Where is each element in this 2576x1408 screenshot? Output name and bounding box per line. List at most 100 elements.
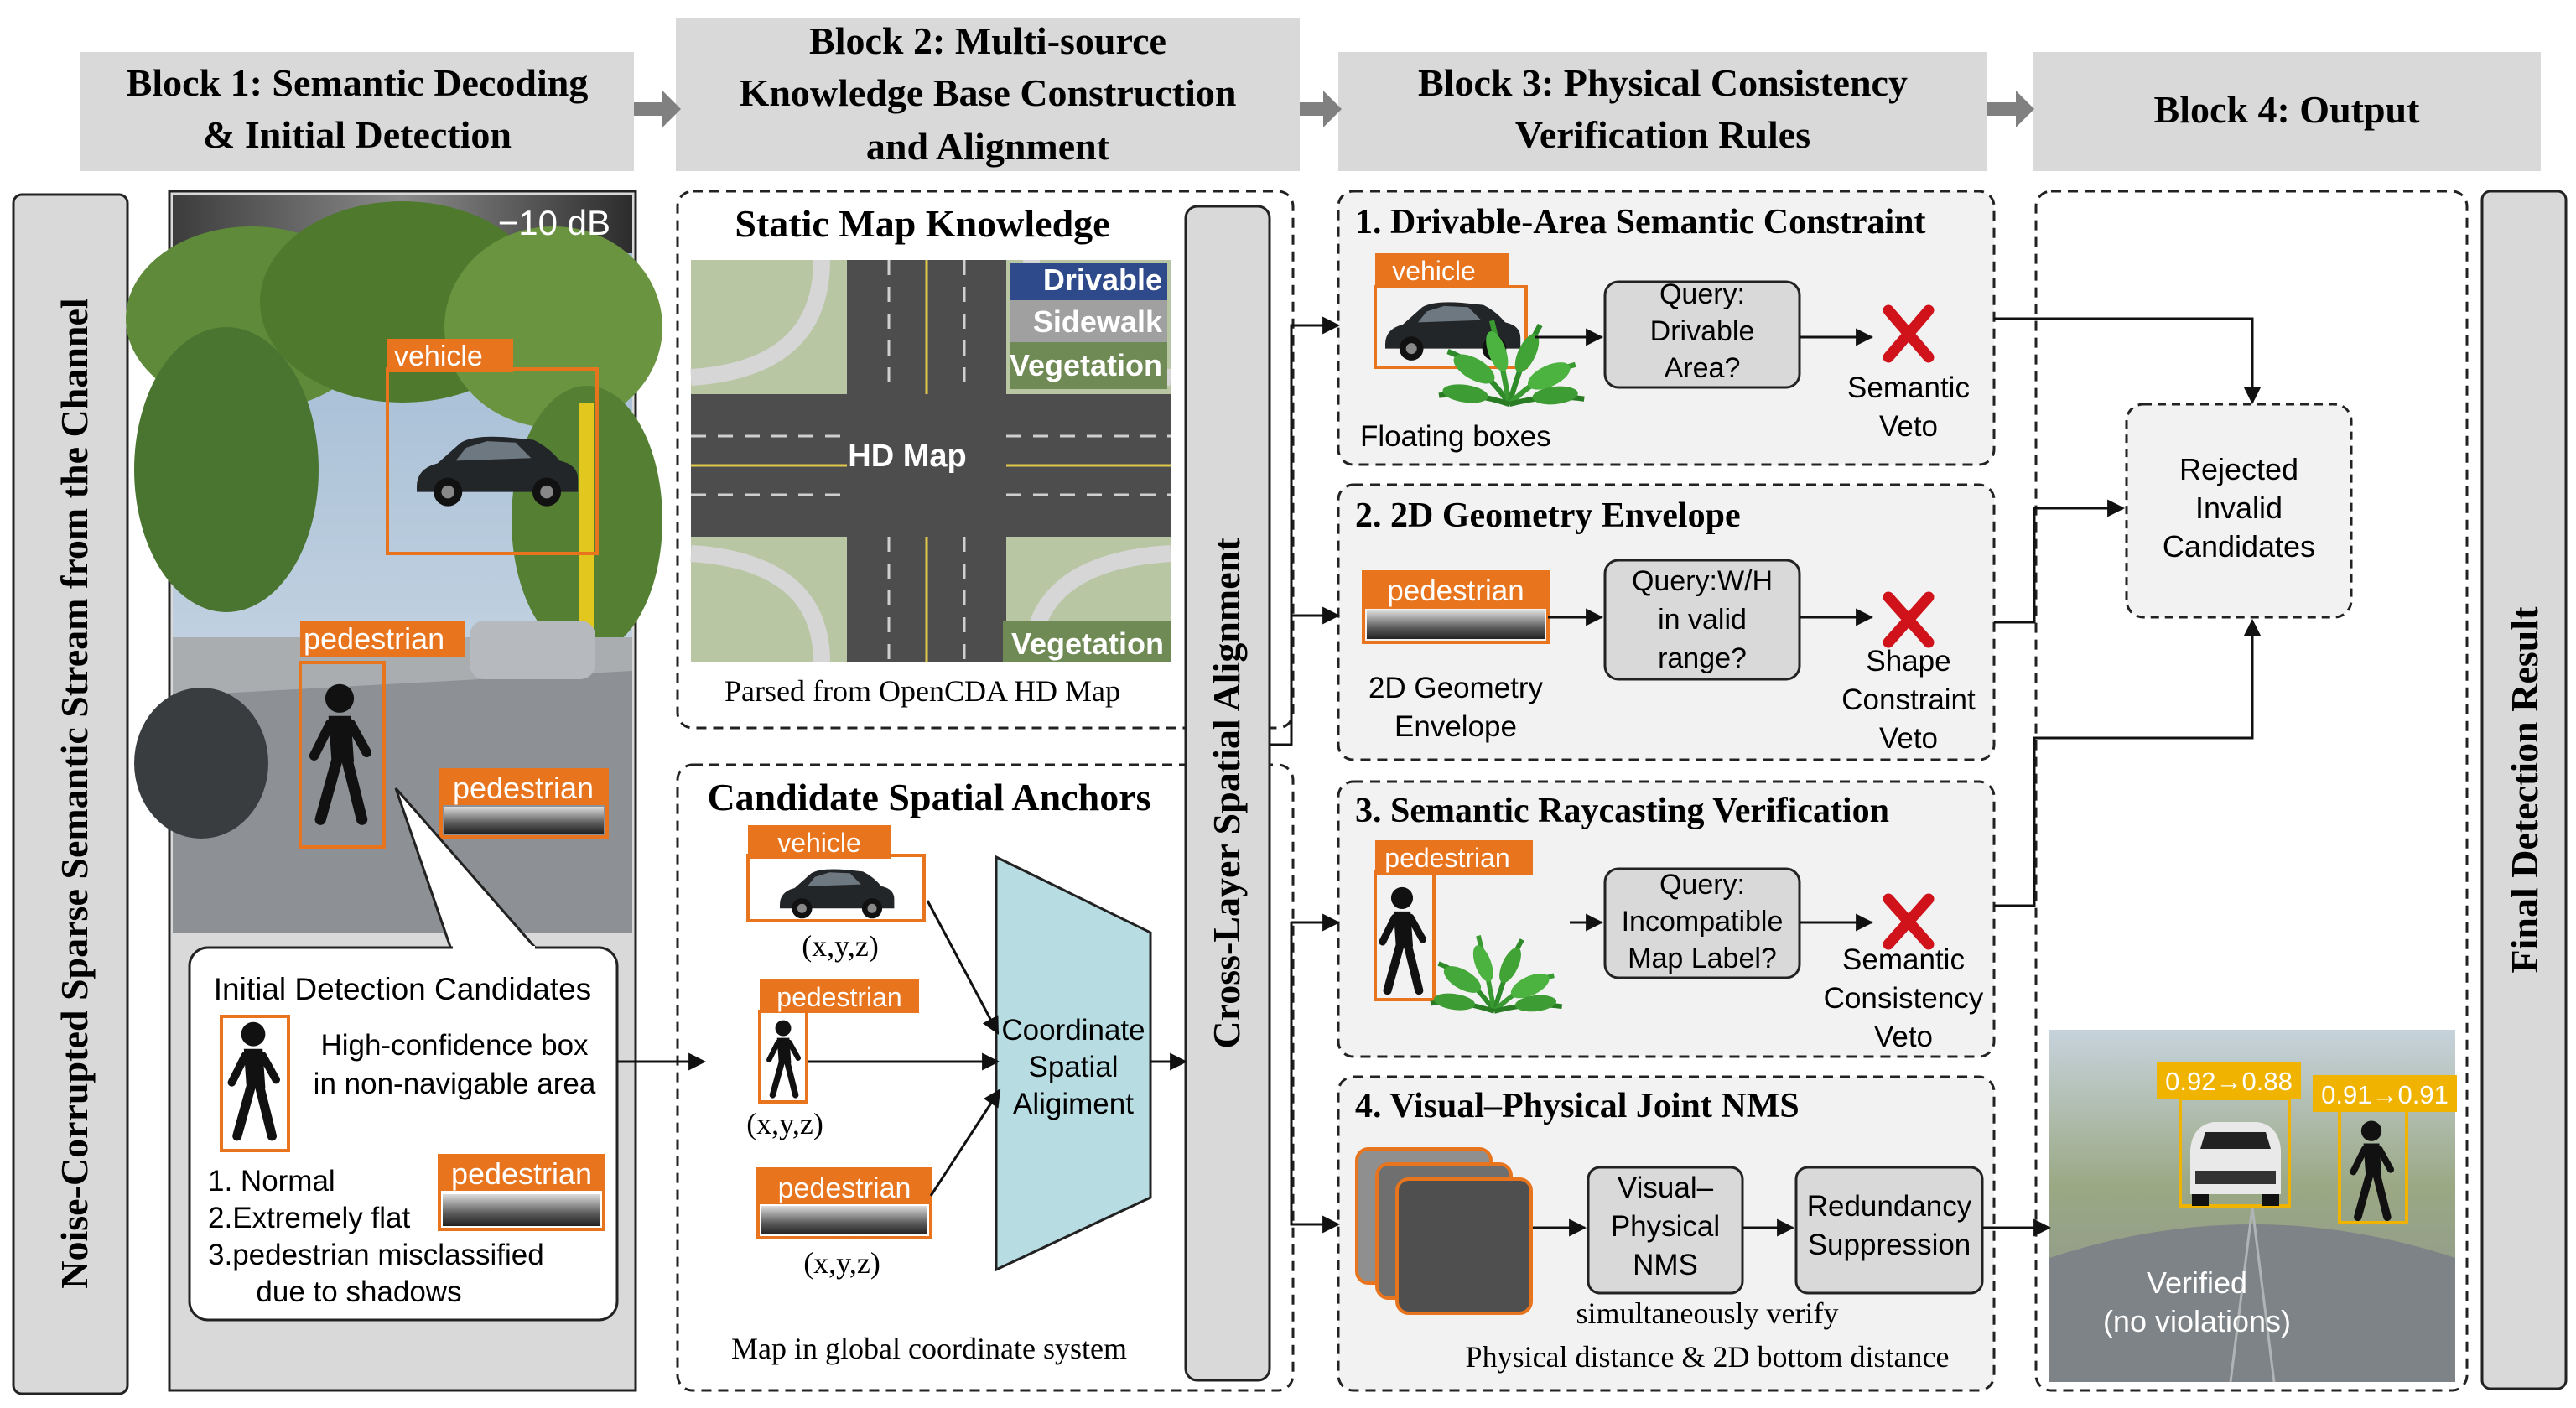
rejected-3: Candidates xyxy=(2163,529,2315,564)
rule3-tag: pedestrian xyxy=(1384,843,1509,873)
candidates-desc-2: in non-navigable area xyxy=(314,1068,596,1100)
left-side-bar xyxy=(12,193,129,1395)
block4-title: Block 4: Output xyxy=(2154,88,2421,131)
rule4-suppress-2: Suppression xyxy=(1808,1229,1971,1261)
anchor-coords-2: (x,y,z) xyxy=(746,1107,823,1140)
rule1-query-2: Drivable xyxy=(1650,315,1755,347)
rule2-veto-2: Constraint xyxy=(1841,683,1976,716)
legend-vegetation: Vegetation xyxy=(1010,348,1162,382)
right-side-label: Final Detection Result xyxy=(2503,606,2546,974)
hd-map-label: HD Map xyxy=(848,439,966,474)
cross-layer-label: Cross-Layer Spatial Alignment xyxy=(1205,538,1248,1049)
rule2-query-3: range? xyxy=(1658,642,1747,674)
static-map-title: Static Map Knowledge xyxy=(735,202,1109,245)
candidates-title: Initial Detection Candidates xyxy=(214,972,591,1006)
rule4-caption-2: Physical distance & 2D bottom distance xyxy=(1466,1340,1950,1374)
rule2-note-2: Envelope xyxy=(1394,710,1517,743)
block2-title-1: Block 2: Multi-source xyxy=(809,19,1166,62)
rule2-tag: pedestrian xyxy=(1387,574,1524,607)
rule3-veto-cross-icon xyxy=(1883,893,1935,950)
candidates-item-1: 1. Normal xyxy=(208,1165,335,1198)
rule4-title: 4. Visual–Physical Joint NMS xyxy=(1355,1087,1800,1125)
output-panel xyxy=(2034,190,2469,1392)
anchor-tag-vehicle: vehicle xyxy=(777,828,861,858)
rejected-box xyxy=(2125,403,2353,619)
rule4-caption-1: simultaneously verify xyxy=(1576,1296,1839,1330)
verified-2: (no violations) xyxy=(2103,1304,2291,1338)
rule1-query-1: Query: xyxy=(1659,278,1745,310)
rule2-query-2: in valid xyxy=(1658,604,1747,636)
hd-map-image xyxy=(690,259,1171,663)
rule1-title: 1. Drivable-Area Semantic Constraint xyxy=(1355,203,1925,242)
rule4-nms-1: Visual– xyxy=(1618,1172,1714,1204)
verified-1: Verified xyxy=(2147,1265,2247,1300)
rule1-veto-1: Semantic xyxy=(1847,371,1970,404)
candidates-item-3: 3.pedestrian misclassified xyxy=(208,1239,544,1271)
anchor-coords-1: (x,y,z) xyxy=(802,929,879,963)
stacked-boxes-icon xyxy=(1355,1147,1533,1315)
candidates-tag: pedestrian xyxy=(451,1156,592,1191)
rejected-1: Rejected xyxy=(2179,452,2298,486)
rule2-veto-cross-icon xyxy=(1883,591,1935,648)
rule2-veto-1: Shape xyxy=(1866,645,1950,678)
rule3-query-1: Query: xyxy=(1659,869,1745,901)
rule1-query-3: Area? xyxy=(1665,352,1741,384)
right-side-bar xyxy=(2480,190,2568,1390)
score-pedestrian: 0.91→0.91 xyxy=(2321,1080,2449,1109)
block3-title-1: Block 3: Physical Consistency xyxy=(1418,61,1908,104)
anchors-panel xyxy=(676,763,1295,1392)
rule1-veto-cross-icon xyxy=(1883,304,1935,363)
anchor-tag-pedestrian-2: pedestrian xyxy=(778,1172,911,1204)
candidates-item-4: due to shadows xyxy=(256,1276,461,1308)
legend-drivable: Drivable xyxy=(1043,262,1162,297)
rule4-nms-2: Physical xyxy=(1611,1210,1720,1243)
rule3-veto-1: Semantic xyxy=(1842,943,1965,976)
rule4-nms-3: NMS xyxy=(1633,1249,1698,1281)
block2-title-3: and Alignment xyxy=(866,125,1110,168)
rule3-title: 3. Semantic Raycasting Verification xyxy=(1355,792,1889,830)
static-map-caption: Parsed from OpenCDA HD Map xyxy=(724,674,1120,708)
rule4-suppress-1: Redundancy xyxy=(1807,1190,1972,1223)
coordinate-alignment-shape xyxy=(995,855,1152,1272)
cross-layer-alignment-bar xyxy=(1184,205,1271,1382)
rule2-veto-3: Veto xyxy=(1879,722,1938,755)
align-label-3: Aligiment xyxy=(1013,1088,1134,1120)
rule3-veto-2: Consistency xyxy=(1824,982,1984,1015)
map-vegetation-label: Vegetation xyxy=(1011,626,1164,661)
anchors-title: Candidate Spatial Anchors xyxy=(707,776,1150,818)
rule3-veto-3: Veto xyxy=(1874,1021,1933,1053)
rule1-veto-2: Veto xyxy=(1879,410,1938,443)
rule1-note: Floating boxes xyxy=(1360,420,1551,453)
rule3-query-2: Incompatible xyxy=(1622,906,1784,938)
rule2-title: 2. 2D Geometry Envelope xyxy=(1355,496,1741,535)
block1-title-1: Block 1: Semantic Decoding xyxy=(127,61,589,104)
block3-title-2: Verification Rules xyxy=(1515,113,1810,156)
align-label-1: Coordinate xyxy=(1001,1014,1145,1047)
block2-title-2: Knowledge Base Construction xyxy=(740,71,1237,114)
pedestrian-tag-1: pedestrian xyxy=(304,621,444,656)
rule2-query-1: Query:W/H xyxy=(1632,565,1773,597)
block1-panel xyxy=(126,190,662,1392)
rule1-tag: vehicle xyxy=(1392,256,1476,286)
static-map-panel xyxy=(676,190,1295,730)
anchors-caption: Map in global coordinate system xyxy=(731,1332,1127,1365)
rule2-note-1: 2D Geometry xyxy=(1368,672,1544,704)
left-side-label: Noise-Corrupted Sparse Semantic Stream f… xyxy=(53,298,96,1288)
align-label-2: Spatial xyxy=(1028,1051,1118,1083)
snr-label: −10 dB xyxy=(498,203,610,242)
block-headers xyxy=(80,18,2541,171)
score-vehicle: 0.92→0.88 xyxy=(2165,1067,2293,1096)
legend-sidewalk: Sidewalk xyxy=(1033,304,1163,339)
rejected-2: Invalid xyxy=(2195,491,2283,525)
candidates-item-2: 2.Extremely flat xyxy=(208,1202,410,1234)
block1-title-2: & Initial Detection xyxy=(203,113,512,156)
pedestrian-tag-2: pedestrian xyxy=(453,771,594,805)
anchor-tag-pedestrian-1: pedestrian xyxy=(776,982,901,1012)
rule3-query-3: Map Label? xyxy=(1628,943,1777,974)
verified-result-image xyxy=(2049,1030,2457,1383)
vehicle-tag: vehicle xyxy=(394,340,483,372)
flow-arrows xyxy=(617,316,2262,1237)
anchor-coords-3: (x,y,z) xyxy=(803,1246,880,1280)
